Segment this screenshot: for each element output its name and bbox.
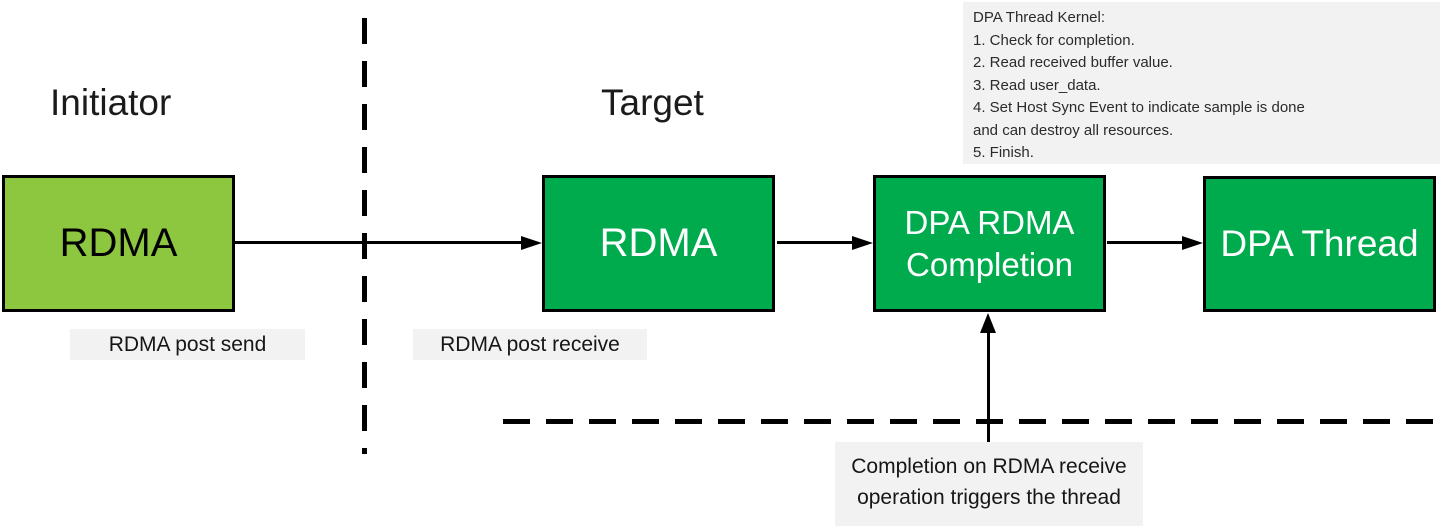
dpa-thread-kernel-note: DPA Thread Kernel: 1. Check for completi… <box>963 2 1440 164</box>
initiator-lane-heading: Initiator <box>50 82 172 123</box>
arrow-target-rdma-to-completion-line <box>777 241 853 244</box>
dpa-thread-node: DPA Thread <box>1203 176 1436 312</box>
arrow-initiator-rdma-to-target-rdma-line <box>235 241 522 244</box>
kernel-note-line: 1. Check for completion. <box>973 31 1135 49</box>
kernel-note-line: and can destroy all resources. <box>973 121 1174 139</box>
completion-trigger-note: Completion on RDMA receive operation tri… <box>835 442 1143 526</box>
initiator-target-divider-line <box>362 18 367 454</box>
kernel-note-line: DPA Thread Kernel: <box>973 9 1106 26</box>
dpa-thread-node-label: DPA Thread <box>1220 223 1419 264</box>
target-rdma-node: RDMA <box>542 175 775 312</box>
host-dpa-boundary-dashed-line <box>503 419 1440 424</box>
completion-trigger-note-line: Completion on RDMA receive <box>851 455 1127 478</box>
dpa-rdma-completion-node: DPA RDMA Completion <box>873 175 1106 312</box>
kernel-note-line: 2. Read received buffer value. <box>973 54 1173 71</box>
dpa-rdma-completion-node-label: DPA RDMA Completion <box>904 203 1075 283</box>
initiator-rdma-node: RDMA <box>2 175 235 312</box>
arrow-target-rdma-to-completion-head-icon <box>852 236 873 250</box>
arrow-completion-to-dpa-thread-head-icon <box>1182 236 1203 250</box>
completion-trigger-note-line: operation triggers the thread <box>857 486 1121 509</box>
rdma-post-send-caption: RDMA post send <box>70 329 305 360</box>
initiator-rdma-node-label: RDMA <box>59 221 178 265</box>
arrow-initiator-rdma-to-target-rdma-head-icon <box>521 236 542 250</box>
kernel-note-line: 5. Finish. <box>973 144 1034 161</box>
kernel-note-line: 3. Read user_data. <box>973 76 1101 94</box>
kernel-note-line: 4. Set Host Sync Event to indicate sampl… <box>973 99 1305 116</box>
arrow-trigger-note-to-completion-line <box>987 330 990 442</box>
target-rdma-node-label: RDMA <box>599 221 718 265</box>
target-lane-heading: Target <box>601 82 704 123</box>
rdma-post-receive-caption: RDMA post receive <box>413 329 647 360</box>
arrow-completion-to-dpa-thread-line <box>1107 241 1183 244</box>
arrow-trigger-note-to-completion-head-icon <box>980 313 996 333</box>
